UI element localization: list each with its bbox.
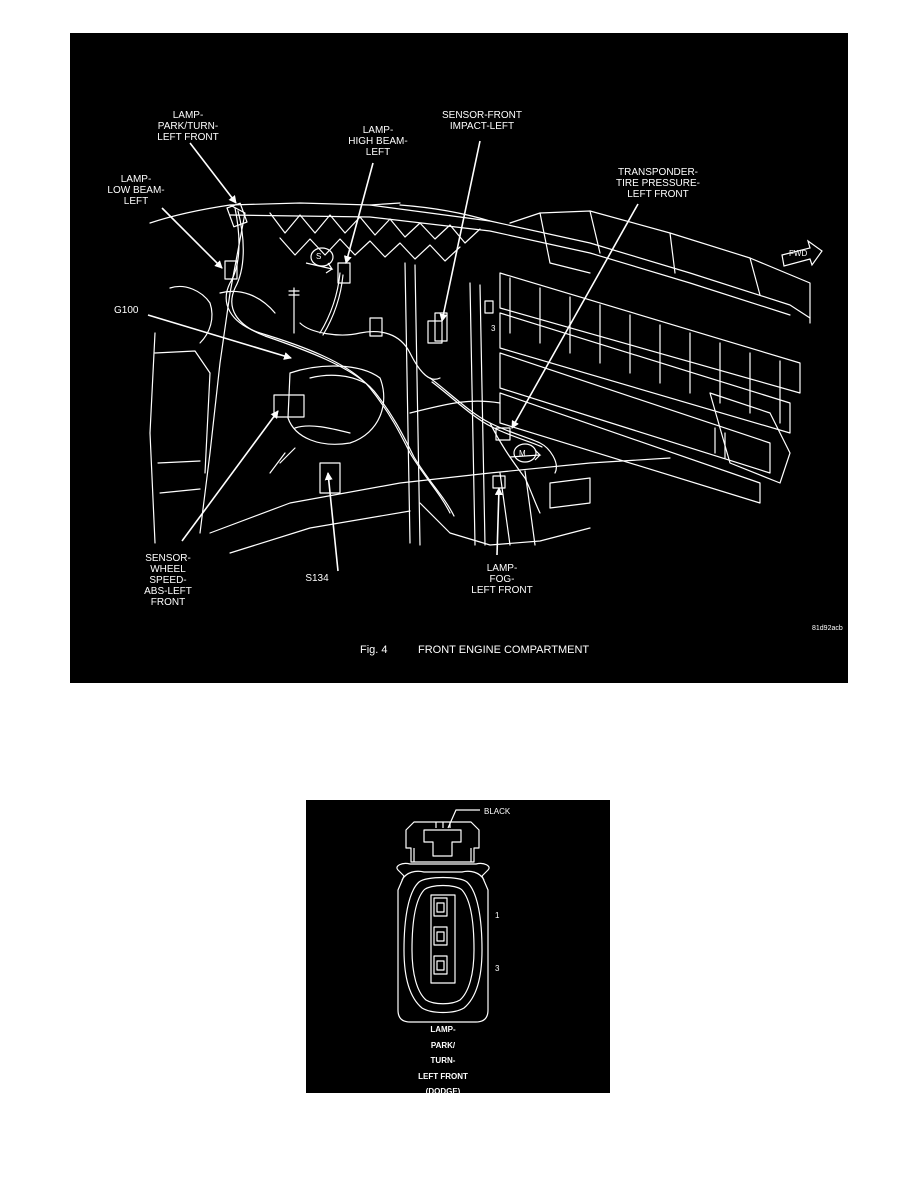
color-leader-line [447,809,480,829]
view-s-marker [310,247,334,267]
callout-park-turn-lamp: LAMP- PARK/TURN- LEFT FRONT [157,110,219,143]
callout-low-beam-lamp: LAMP- LOW BEAM- LEFT [107,174,165,207]
connector-pinout-figure: BLACK 1 3 LAMP- PARK/ TURN- LEFT FRONT (… [306,800,610,1096]
engine-compartment-figure: LAMP- PARK/TURN- LEFT FRONT LAMP- HIGH B… [70,33,848,683]
callout-high-beam-lamp: LAMP- HIGH BEAM- LEFT [348,125,408,158]
view-m-label: M [519,449,526,458]
engine-compartment-drawing [147,140,823,572]
leader-high-beam [343,162,374,264]
connector-color-label: BLACK [484,807,511,816]
callout-tire-pressure-transponder: TRANSPONDER- TIRE PRESSURE- LEFT FRONT [616,167,700,200]
view-m-marker [513,443,537,463]
pin-3-label: 3 [495,964,500,973]
leader-impact-sensor [439,140,481,322]
callout-ground-g100: G100 [114,305,139,316]
callout-front-impact-sensor: SENSOR-FRONT IMPACT-LEFT [442,110,522,132]
figure-number: Fig. 4 [360,644,388,656]
connector-title: LAMP- PARK/ TURN- LEFT FRONT (DODGE) [418,1025,468,1096]
callout-wheel-speed-sensor: SENSOR- WHEEL SPEED- ABS-LEFT FRONT [144,553,192,608]
leader-ground [147,314,292,360]
leader-splice [324,472,339,572]
callout-fog-lamp: LAMP- FOG- LEFT FRONT [471,563,533,596]
leader-fog-lamp [494,487,503,556]
leader-park-turn [189,142,237,204]
image-code: 81d92acb [812,625,843,632]
forward-arrow-icon [781,239,823,267]
fwd-label: FWD [789,249,808,258]
leader-transponder [511,203,639,429]
view-s-label: S [316,252,322,261]
pin-1-label: 1 [495,911,500,920]
leader-low-beam [161,207,223,269]
leader-wheel-speed [181,410,279,542]
figure-title: FRONT ENGINE COMPARTMENT [418,644,590,656]
callout-splice-s134: S134 [305,573,329,584]
harness-number-label: 3 [491,324,496,333]
connector-drawing [396,809,490,1023]
